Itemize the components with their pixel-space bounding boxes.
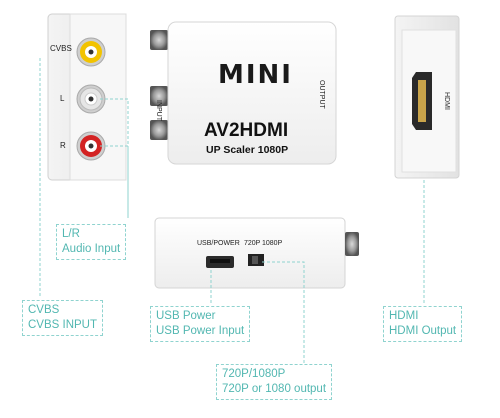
side-label-r: R <box>60 141 66 150</box>
callout-usb-line2: USB Power Input <box>156 325 245 337</box>
usb-power-label: USB/POWER <box>197 240 240 247</box>
hdmi-view-device <box>394 15 460 179</box>
bottom-view-device <box>154 217 359 289</box>
callout-hdmi-output: HDMI HDMI Output <box>383 306 463 342</box>
connector-lines <box>39 58 425 363</box>
model-subtitle: UP Scaler 1080P <box>206 144 289 156</box>
callout-resolution-line1: 720P/1080P <box>222 368 286 380</box>
usb-port <box>206 256 234 268</box>
side-label-cvbs: CVBS <box>50 44 72 53</box>
callout-usb-line1: USB Power <box>156 310 216 322</box>
callout-hdmi-line2: HDMI Output <box>389 325 457 337</box>
resolution-switch <box>248 254 264 266</box>
callout-resolution: 720P/1080P 720P or 1080 output <box>216 364 333 400</box>
output-label: OUTPUT <box>318 80 325 109</box>
rca-yellow-jack <box>76 37 106 67</box>
callout-audio-input: L/R Audio Input <box>56 224 127 260</box>
callout-cvbs-line1: CVBS <box>28 304 60 316</box>
callout-audio-line1: L/R <box>62 228 80 240</box>
callout-usb-power: USB Power USB Power Input <box>150 306 251 342</box>
side-label-l: L <box>60 94 65 103</box>
switch-1080-label: 1080P <box>262 240 283 247</box>
model-name: AV2HDMI <box>204 120 289 141</box>
brand-logo: MINI <box>218 60 293 90</box>
callout-resolution-line2: 720P or 1080 output <box>222 383 327 395</box>
switch-720-label: 720P <box>244 240 261 247</box>
callout-audio-line2: Audio Input <box>62 243 121 255</box>
callout-cvbs-line2: CVBS INPUT <box>28 319 98 331</box>
rca-red-jack <box>76 131 106 161</box>
input-label: INPUT <box>155 100 162 121</box>
hdmi-port-label: HDMI <box>443 92 450 110</box>
front-view-device <box>150 21 337 165</box>
callout-cvbs-input: CVBS CVBS INPUT <box>22 300 104 336</box>
callout-hdmi-line1: HDMI <box>389 310 419 322</box>
side-view-device <box>47 13 127 181</box>
hdmi-port <box>412 72 432 130</box>
